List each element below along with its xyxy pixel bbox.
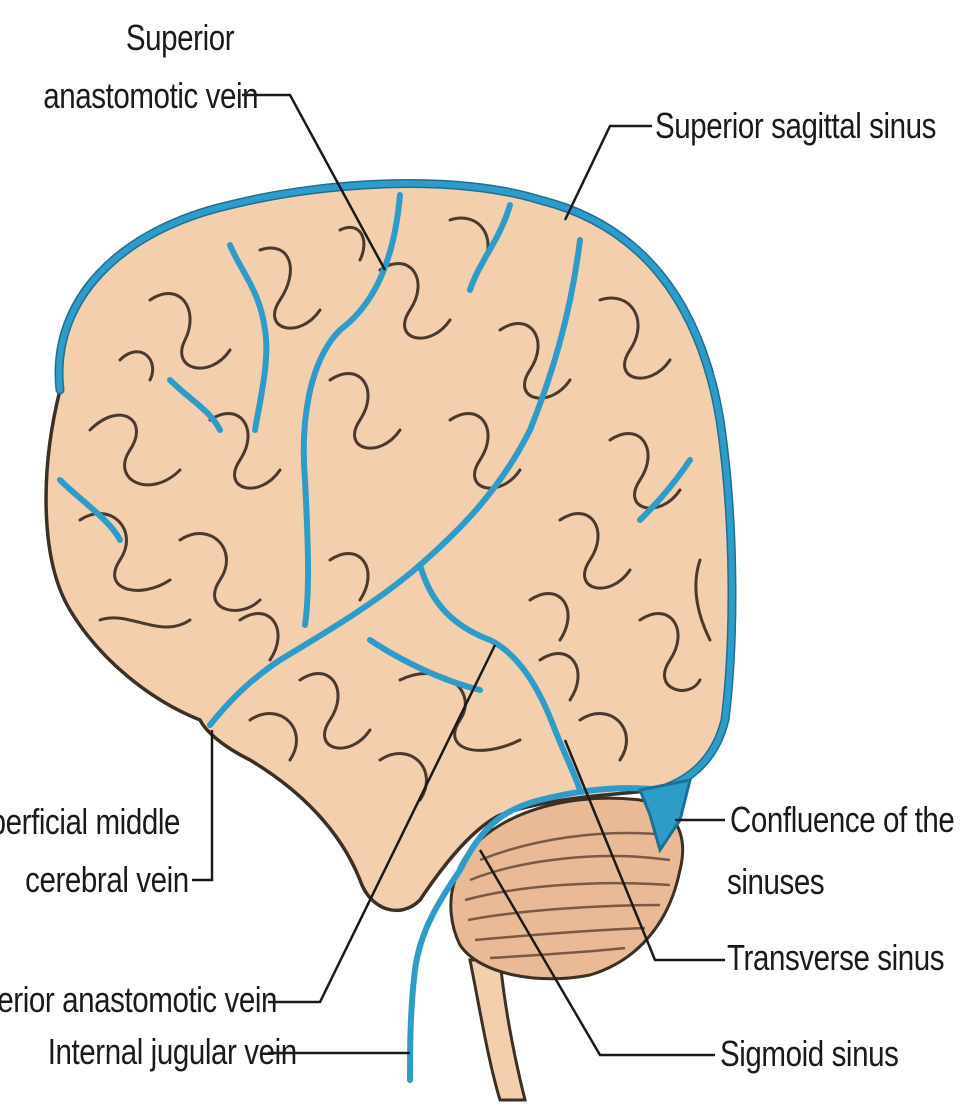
label-superior-sagittal-sinus: Superior sagittal sinus xyxy=(655,106,936,146)
label-internal-jugular-vein: Internal jugular vein xyxy=(48,1032,265,1072)
label-transverse-sinus: Transverse sinus xyxy=(727,938,944,978)
leader-superior-sagittal xyxy=(565,126,652,220)
leader-superficial-middle xyxy=(192,730,212,880)
label-confluence-line1: Confluence of the xyxy=(730,800,954,840)
label-superior-anastomotic-line2: anastomotic vein xyxy=(43,76,240,116)
label-sigmoid-sinus: Sigmoid sinus xyxy=(720,1034,898,1074)
label-confluence-line2: sinuses xyxy=(727,862,824,902)
label-superior-anastomotic-line1: Superior xyxy=(114,18,245,58)
label-inferior-anastomotic-vein: Inferior anastomotic vein xyxy=(0,980,265,1020)
label-superficial-middle-line1: Superficial middle xyxy=(0,802,180,842)
label-superficial-middle-line2: cerebral vein xyxy=(25,860,185,900)
brainstem xyxy=(470,960,525,1100)
